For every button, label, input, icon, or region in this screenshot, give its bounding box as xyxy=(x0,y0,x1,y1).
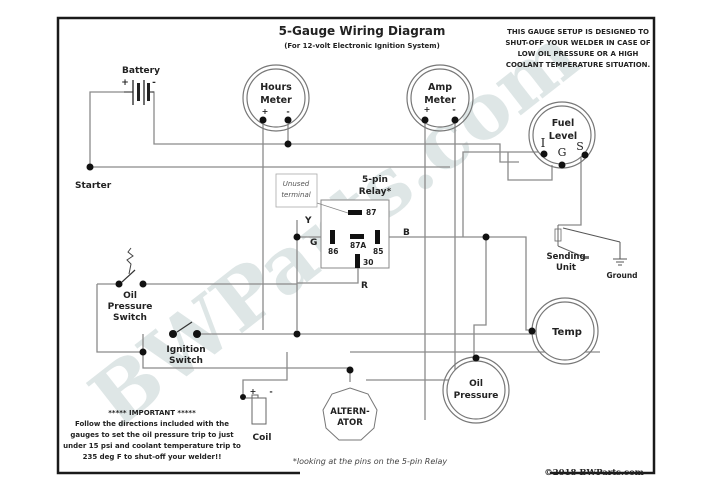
frame-gap xyxy=(300,469,550,477)
svg-text:Relay*: Relay* xyxy=(359,187,392,197)
svg-text:ALTERN-: ALTERN- xyxy=(330,407,370,417)
svg-text:-: - xyxy=(452,105,455,114)
svg-text:Pressure: Pressure xyxy=(108,302,153,312)
battery-plus: + xyxy=(121,78,129,88)
svg-text:Amp: Amp xyxy=(428,82,452,93)
svg-text:5-pin: 5-pin xyxy=(362,175,388,185)
svg-text:ATOR: ATOR xyxy=(337,418,363,428)
svg-text:Pressure: Pressure xyxy=(454,391,499,401)
svg-text:R: R xyxy=(361,281,368,291)
svg-text:Hours: Hours xyxy=(260,82,292,93)
fuel-level-gauge: Fuel Level I G S xyxy=(528,101,596,169)
alternator: ALTERN- ATOR xyxy=(322,387,378,441)
relay: 5-pin Relay* Unused terminal 87 86 87A 8… xyxy=(275,173,410,291)
svg-text:Level: Level xyxy=(549,131,577,142)
svg-text:-: - xyxy=(286,107,289,116)
svg-text:Fuel: Fuel xyxy=(552,118,574,129)
oil-pressure-switch: Oil Pressure Switch xyxy=(108,247,153,323)
svg-text:Temp: Temp xyxy=(552,327,582,338)
svg-text:-: - xyxy=(269,387,272,396)
svg-text:86: 86 xyxy=(328,247,338,256)
svg-text:87A: 87A xyxy=(350,241,366,250)
svg-text:under 15 psi and coolant tempe: under 15 psi and coolant temperature tri… xyxy=(63,442,241,450)
wire-battery-starter xyxy=(89,91,124,167)
svg-text:30: 30 xyxy=(363,258,373,267)
ignition-switch: Ignition Switch xyxy=(166,321,206,366)
svg-text:COOLANT TEMPERATURE SITUATION.: COOLANT TEMPERATURE SITUATION. xyxy=(506,61,650,69)
svg-text:235 deg F to shut-off your wel: 235 deg F to shut-off your welder!! xyxy=(83,453,222,461)
notice-block: THIS GAUGE SETUP IS DESIGNED TO SHUT-OFF… xyxy=(505,28,651,69)
oil-pressure-gauge: Oil Pressure xyxy=(442,354,510,424)
svg-text:Meter: Meter xyxy=(260,95,292,106)
page-subtitle: (For 12-volt Electronic Ignition System) xyxy=(284,42,440,50)
svg-text:Switch: Switch xyxy=(113,313,147,323)
hours-meter: Hours Meter + - xyxy=(242,64,310,132)
svg-text:Meter: Meter xyxy=(424,95,456,106)
svg-text:SHUT-OFF YOUR WELDER IN CASE O: SHUT-OFF YOUR WELDER IN CASE OF xyxy=(505,39,651,47)
battery-minus: - xyxy=(152,78,156,88)
svg-text:+: + xyxy=(250,387,257,396)
important-note: ***** IMPORTANT ***** Follow the directi… xyxy=(63,409,241,461)
temp-gauge: Temp xyxy=(528,297,599,365)
svg-text:Unit: Unit xyxy=(556,263,576,273)
svg-text:***** IMPORTANT *****: ***** IMPORTANT ***** xyxy=(108,409,196,417)
footnote: *looking at the pins on the 5-pin Relay xyxy=(293,457,448,466)
svg-text:G: G xyxy=(310,238,317,248)
svg-text:gauges to set the oil pressure: gauges to set the oil pressure trip to j… xyxy=(70,431,234,439)
svg-text:Oil: Oil xyxy=(123,291,137,301)
copyright: ©2018 BWParts.com xyxy=(544,468,644,478)
svg-text:Ignition: Ignition xyxy=(166,345,205,355)
svg-text:terminal: terminal xyxy=(281,191,310,199)
svg-text:S: S xyxy=(576,140,584,153)
svg-text:Follow the directions included: Follow the directions included with the xyxy=(75,420,229,428)
battery: Battery + - xyxy=(121,66,160,105)
svg-text:THIS GAUGE SETUP IS DESIGNED T: THIS GAUGE SETUP IS DESIGNED TO xyxy=(507,28,649,36)
coil: + - Coil xyxy=(246,387,273,443)
svg-text:Unused: Unused xyxy=(283,180,310,188)
svg-text:Switch: Switch xyxy=(169,356,203,366)
svg-text:B: B xyxy=(403,228,410,238)
battery-label: Battery xyxy=(122,66,160,76)
svg-text:+: + xyxy=(262,107,269,116)
svg-text:85: 85 xyxy=(373,247,383,256)
svg-text:87: 87 xyxy=(366,208,376,217)
svg-text:Coil: Coil xyxy=(253,433,272,443)
svg-text:+: + xyxy=(424,105,431,114)
svg-text:G: G xyxy=(558,146,567,159)
ground: Ground xyxy=(606,242,638,280)
svg-text:Ground: Ground xyxy=(606,271,637,280)
svg-text:Sending: Sending xyxy=(546,252,585,262)
svg-text:I: I xyxy=(541,136,546,150)
starter-label: Starter xyxy=(75,181,112,191)
sending-unit: Sending Unit xyxy=(546,225,621,273)
svg-text:LOW OIL PRESSURE OR A HIGH: LOW OIL PRESSURE OR A HIGH xyxy=(518,50,639,58)
page-title: 5-Gauge Wiring Diagram xyxy=(279,24,446,38)
amp-meter: Amp Meter + - xyxy=(406,64,474,132)
svg-text:Oil: Oil xyxy=(469,379,483,389)
svg-text:Y: Y xyxy=(304,216,312,226)
